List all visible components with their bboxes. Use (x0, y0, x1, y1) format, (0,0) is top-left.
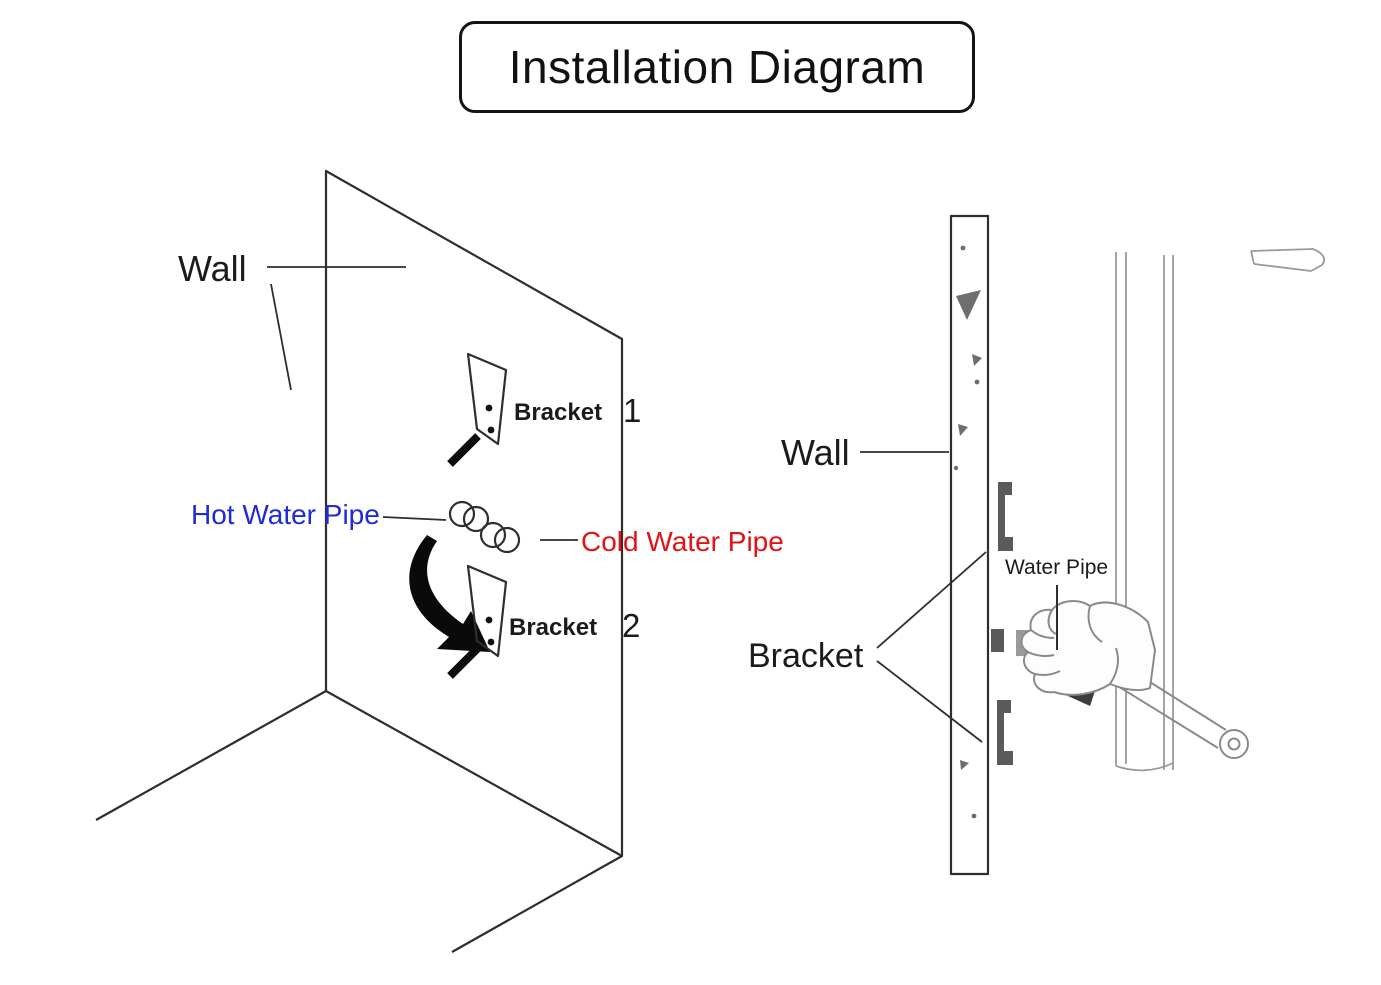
bracket-1-hole-bottom (487, 426, 495, 434)
finger-line-4 (1034, 670, 1061, 676)
title-box: Installation Diagram (459, 21, 975, 113)
hot-pipe-leader-line (382, 516, 447, 521)
bracket-2-drawing (447, 564, 508, 679)
wall-strip-outline (949, 214, 990, 876)
pipe-fittings-drawing (382, 500, 578, 554)
wrench-ring-hole (1227, 737, 1241, 751)
right-bracket-label: Bracket (748, 637, 864, 675)
wall-leader-line-2 (270, 283, 292, 391)
hand-drawing (1020, 600, 1156, 696)
finger-line-1 (1047, 609, 1057, 635)
bracket-2-pipe-stub (447, 645, 481, 679)
wrench-ring (1219, 729, 1249, 759)
mounted-bracket-bottom (997, 700, 1013, 765)
hand-outline (1020, 600, 1156, 696)
water-pipe-label: Water Pipe (1005, 556, 1109, 579)
finger-line-3 (1027, 651, 1055, 657)
cold-water-pipe-label: Cold Water Pipe (581, 526, 784, 557)
right-wall-drawing (860, 214, 990, 876)
cold-pipe-front-circle (493, 526, 521, 554)
bracket-2-hole-top (485, 616, 493, 624)
finger-line-2 (1030, 629, 1055, 639)
shower-column-outline (1115, 248, 1326, 772)
holder-edge (1250, 250, 1255, 265)
bracket-2-shape (466, 564, 508, 658)
mounted-brackets (991, 482, 1013, 765)
holder-shape (1250, 248, 1326, 272)
hot-water-pipe-label: Hot Water Pipe (191, 499, 380, 530)
right-wall-label: Wall (781, 432, 850, 473)
wrench-handle-bottom-edge (1107, 679, 1219, 749)
page-title: Installation Diagram (508, 41, 926, 93)
bracket-2-number: 2 (622, 607, 641, 644)
mounted-bracket-top (998, 482, 1013, 551)
floor-line-left (95, 690, 327, 821)
thumb-line (1087, 605, 1103, 643)
bracket-leader-lines (876, 551, 987, 743)
bracket-2-label: Bracket (509, 614, 598, 641)
left-wall-drawing (95, 169, 624, 953)
hot-pipe-front-circle (462, 505, 490, 533)
bracket-2-hole-bottom (487, 638, 495, 646)
bracket-1-number: 1 (623, 392, 642, 429)
left-wall-label: Wall (178, 248, 247, 289)
wall-speckles (953, 245, 982, 819)
bracket-1-drawing (447, 352, 508, 467)
bracket-1-label: Bracket (514, 399, 603, 426)
hot-pipe-back-circle (448, 500, 476, 528)
bracket-1-hole-top (485, 404, 493, 412)
cold-pipe-back-circle (479, 521, 507, 549)
mounted-bracket-middle (991, 629, 1004, 652)
curved-arrow (409, 535, 490, 652)
wrist-line (1109, 647, 1119, 685)
bracket-1-pipe-stub (447, 433, 481, 467)
bracket-leader-bottom (876, 660, 983, 743)
bracket-1-shape (466, 352, 508, 446)
floor-line-right (451, 855, 623, 953)
column-bottom-edge (1115, 762, 1174, 772)
bracket-leader-top (876, 551, 987, 649)
